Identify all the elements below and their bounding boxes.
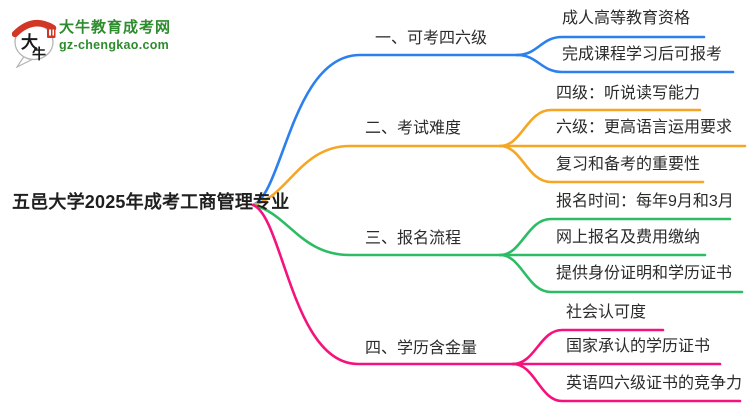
seal-glyph xyxy=(52,29,54,36)
branch-3-child-3-line xyxy=(498,253,744,294)
branch-4-child-3: 英语四六级证书的竞争力 xyxy=(566,375,743,392)
branch-2-child-2: 六级：更高语言运用要求 xyxy=(556,119,733,136)
branch-2-child-1: 四级：听说读写能力 xyxy=(556,85,701,102)
logo-bull-mark: 大 牛 xyxy=(12,19,57,68)
seal-glyph xyxy=(49,29,51,36)
root-node: 五邑大学2025年成考工商管理专业 xyxy=(12,192,290,212)
branch-4-child-1: 社会认可度 xyxy=(566,304,647,321)
branch-1-main-line xyxy=(251,53,519,207)
branch-2-label: 二、考试难度 xyxy=(365,120,462,137)
site-logo: 大 牛 大牛教育成考网 gz-chengkao.com xyxy=(12,12,182,70)
branch-1-child-2-line xyxy=(515,53,735,74)
branch-3-child-2: 网上报名及费用缴纳 xyxy=(556,229,701,246)
red-beret-arc xyxy=(12,19,57,38)
branch-4-child-2: 国家承认的学历证书 xyxy=(566,338,711,355)
branch-4-label: 四、学历含金量 xyxy=(365,340,478,357)
branch-1-label: 一、可考四六级 xyxy=(375,30,488,47)
branch-2-main-line xyxy=(251,144,502,207)
branch-3-label: 三、报名流程 xyxy=(365,230,462,247)
logo-site-url: gz-chengkao.com xyxy=(59,38,170,52)
logo-site-name: 大牛教育成考网 xyxy=(59,19,172,36)
branch-3-child-1-line xyxy=(498,217,732,257)
logo-char-top: 大 xyxy=(21,32,38,52)
logo-char-bottom: 牛 xyxy=(32,46,46,62)
branch-1-child-1: 成人高等教育资格 xyxy=(562,10,691,27)
branch-2-child-1-line xyxy=(498,108,702,148)
branch-1-child-2: 完成课程学习后可报考 xyxy=(562,46,723,63)
branch-3-child-1: 报名时间：每年9月和3月 xyxy=(556,193,734,210)
branch-3-child-3: 提供身份证明和学历证书 xyxy=(556,265,733,282)
branch-2-child-3-line xyxy=(498,144,705,184)
branch-2-child-3: 复习和备考的重要性 xyxy=(556,156,701,173)
branch-4-main-line xyxy=(251,203,515,366)
branch-4-child-3-line xyxy=(511,362,742,403)
branch-3-main-line xyxy=(251,203,502,257)
red-seal-icon xyxy=(47,27,56,38)
